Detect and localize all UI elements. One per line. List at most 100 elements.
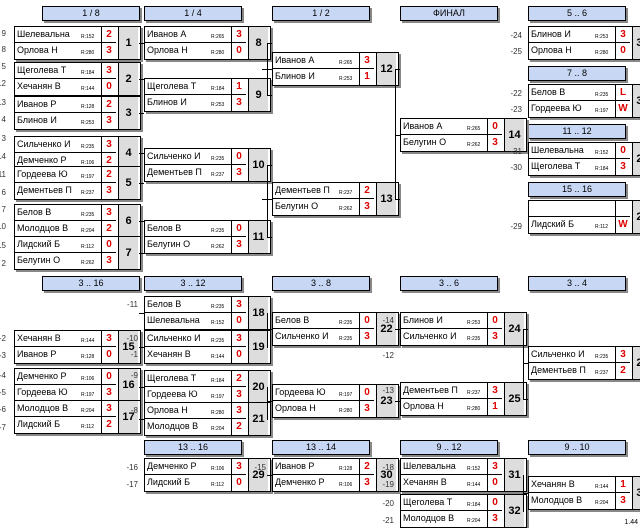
player-row[interactable] xyxy=(529,201,630,217)
match-27[interactable]: Лидский БR:112W27 xyxy=(528,200,640,234)
